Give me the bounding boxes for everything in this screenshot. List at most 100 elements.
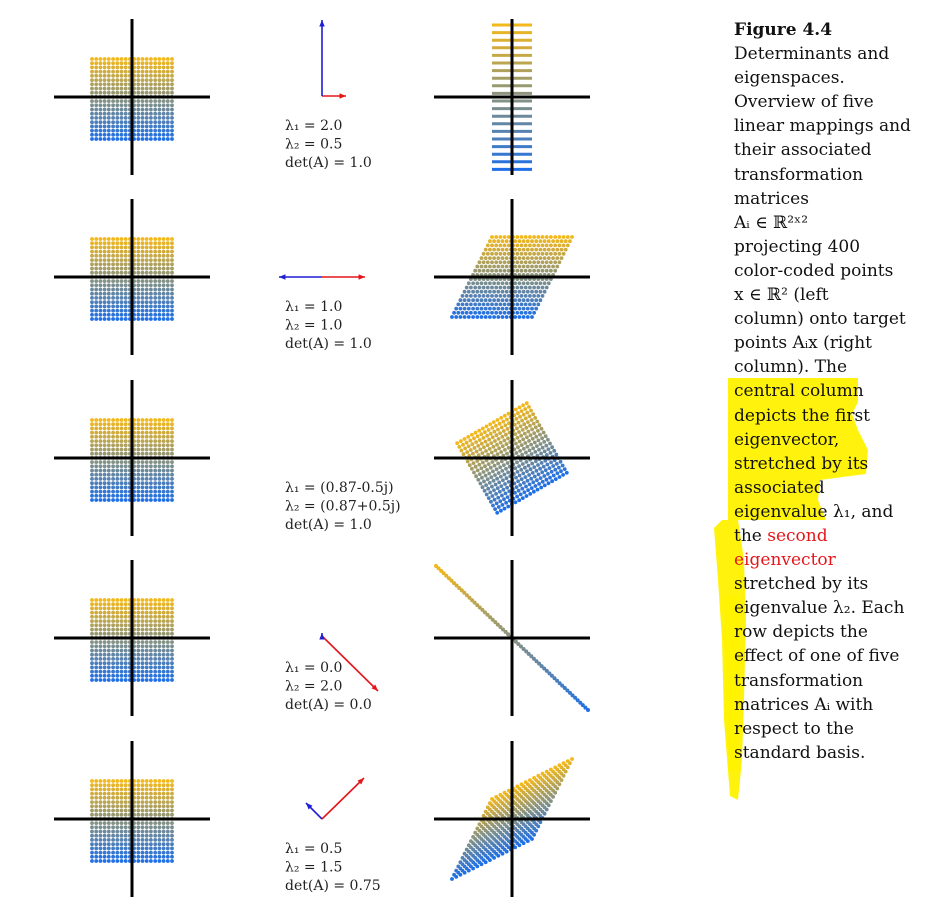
point: [523, 235, 528, 239]
point: [98, 842, 103, 847]
point: [170, 829, 174, 834]
point: [465, 450, 470, 454]
point: [144, 120, 149, 125]
point: [90, 800, 94, 804]
point: [102, 69, 107, 74]
point: [165, 850, 170, 855]
point: [123, 266, 128, 271]
point: [119, 602, 124, 607]
point: [529, 654, 534, 659]
caption-line: matrices: [734, 188, 809, 209]
point: [144, 426, 149, 431]
point: [490, 260, 494, 265]
point: [149, 137, 153, 141]
point: [98, 128, 103, 133]
point: [165, 644, 170, 649]
point: [550, 445, 554, 450]
point: [123, 846, 128, 851]
point: [98, 804, 103, 809]
point: [98, 648, 103, 653]
point: [153, 787, 158, 792]
point: [149, 258, 153, 262]
point: [551, 264, 555, 269]
point: [500, 469, 505, 473]
point: [111, 610, 115, 615]
point: [98, 439, 103, 443]
point: [540, 251, 545, 256]
point: [521, 264, 526, 269]
point: [119, 443, 124, 448]
point: [170, 103, 174, 108]
point: [140, 602, 145, 607]
point: [140, 468, 145, 473]
point: [119, 57, 124, 61]
point: [531, 656, 536, 661]
point: [570, 235, 574, 239]
point: [534, 306, 539, 311]
point: [161, 779, 166, 783]
point: [157, 287, 162, 292]
point: [149, 800, 153, 804]
point: [102, 468, 107, 473]
point: [136, 598, 141, 602]
point: [102, 489, 107, 494]
point: [144, 498, 149, 502]
point: [119, 481, 124, 486]
point: [490, 235, 494, 239]
point: [157, 846, 162, 851]
point: [149, 304, 153, 309]
point: [94, 791, 99, 796]
point: [161, 602, 166, 607]
point: [552, 676, 557, 681]
point: [517, 281, 522, 286]
point: [523, 243, 528, 248]
point: [170, 120, 174, 125]
point: [115, 61, 120, 66]
point: [90, 648, 94, 653]
point: [115, 460, 120, 464]
point: [144, 829, 149, 834]
point: [157, 652, 162, 657]
point: [149, 451, 153, 456]
point: [90, 850, 94, 855]
point: [563, 239, 568, 244]
point: [170, 644, 174, 649]
point: [157, 460, 162, 464]
point: [464, 440, 469, 445]
point: [560, 463, 565, 468]
point: [90, 477, 94, 481]
point: [513, 500, 518, 505]
point: [153, 300, 158, 305]
point: [115, 443, 120, 448]
point: [153, 804, 158, 809]
point: [140, 61, 145, 66]
point: [170, 481, 174, 486]
point: [544, 260, 549, 265]
point: [496, 239, 501, 244]
point: [518, 449, 522, 453]
point: [144, 812, 149, 817]
point: [521, 471, 526, 476]
point: [170, 472, 174, 477]
point: [140, 430, 145, 435]
point: [98, 291, 103, 296]
point: [115, 116, 120, 120]
point: [557, 235, 562, 239]
point: [170, 73, 174, 78]
point: [523, 475, 528, 479]
point: [513, 315, 518, 319]
point: [140, 652, 145, 657]
point: [153, 61, 158, 66]
point: [153, 447, 158, 452]
point: [102, 812, 107, 817]
point: [492, 429, 497, 434]
point: [170, 623, 174, 628]
point: [561, 243, 566, 248]
point: [170, 258, 174, 262]
point: [98, 132, 103, 137]
point: [557, 475, 562, 479]
point: [157, 128, 162, 133]
point: [140, 489, 145, 494]
point: [475, 315, 480, 319]
point: [165, 846, 170, 851]
